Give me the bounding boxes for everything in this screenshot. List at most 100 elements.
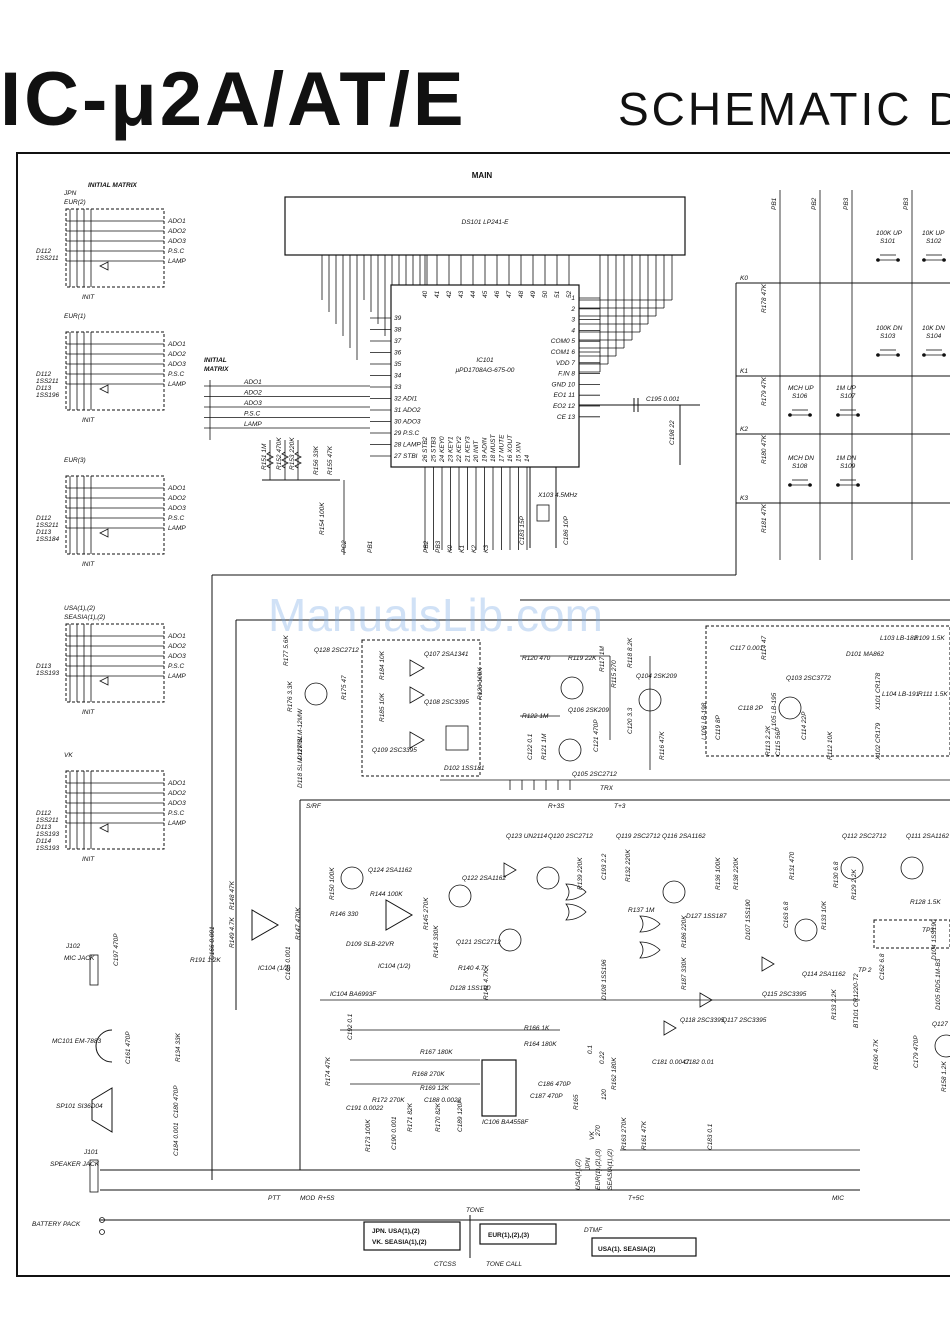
label-q115: Q115 2SC3395 [762, 991, 807, 998]
label-d109: D109 SLB-22VR [346, 941, 394, 948]
ic101-top-pin: 44 [470, 290, 477, 298]
opamp-ic104b [385, 899, 414, 931]
svg-text:C195 0.001: C195 0.001 [646, 396, 680, 403]
label-q114: Q114 2SA1162 [802, 971, 846, 978]
schematic-subtitle: SCHEMATIC D [618, 83, 950, 135]
ic101-top-pin: 40 [422, 290, 429, 298]
label-bt101: BT101 CR1220-T2 [853, 973, 860, 1028]
matrix-pin-ado1: ADO1 [167, 218, 186, 225]
matrix-group-label: VK [64, 752, 73, 759]
inverter-2 [761, 956, 775, 972]
ic101-left-pin: 27 STBI [393, 453, 418, 460]
variant-box-left: JPN. USA(1),(2) VK. SEASIA(1),(2) [363, 1221, 461, 1251]
matrix-part: D112 [36, 371, 51, 378]
variant-box-right: USA(1). SEASIA(2) [591, 1237, 697, 1257]
im-pin-lamp: LAMP [244, 421, 262, 428]
switch-name: 10K UP [922, 230, 945, 237]
ic101-top-pin: 42 [446, 290, 453, 298]
net-mic: MIC [832, 1195, 844, 1202]
ladder-r151: R151 1M [261, 443, 268, 470]
label-r146: R146 330 [330, 911, 359, 918]
net-t5c: T+5C [628, 1195, 644, 1202]
svg-text:X103 4.5MHz: X103 4.5MHz [537, 492, 578, 499]
tone-call-label: TONE CALL [486, 1261, 522, 1268]
transistor-2 [558, 738, 582, 762]
switch-ref: S109 [840, 463, 856, 470]
label-r120: R120 470 [522, 655, 551, 662]
rail-k3: K3 [740, 495, 748, 502]
ic101-right-pin: COM0 5 [551, 338, 576, 345]
matrix-group-label-2: SEASIA(1),(2) [64, 614, 105, 621]
matrix-group-label: JPN [63, 190, 77, 197]
rf-section: TRX [235, 599, 950, 1010]
svg-text:C186 10P: C186 10P [563, 515, 570, 545]
crystal-x103: X103 4.5MHz C183 15P C186 10P [519, 467, 578, 548]
ladder-r156: R156 33K [313, 445, 320, 475]
label-r191: R191 1.2K [190, 957, 221, 964]
ic101-name: IC101 [476, 357, 494, 364]
label-d105: D105 RD5.1M-B3 [935, 958, 942, 1010]
rail-res-r179: R179 47K [761, 376, 768, 406]
label-r187: R187 330K [681, 957, 688, 990]
label-r162: R162 180K [611, 1057, 618, 1090]
label-c188: C188 0.0022 [424, 1097, 462, 1104]
label-c183b: C183 0.1 [707, 1123, 714, 1150]
label-q112: Q112 2SC2712 [842, 833, 887, 840]
matrix-part: D114 [36, 838, 51, 845]
matrix-group-3: USA(1),(2)SEASIA(1),(2)ADO1ADO2ADO3P.S.C… [36, 605, 186, 716]
label-q108: Q108 2SC3395 [424, 699, 469, 706]
matrix-init-label: INIT [82, 709, 95, 716]
label-r129: R129 2.2K [851, 869, 858, 900]
ladder-r155: R155 47K [327, 445, 334, 475]
label-q116: Q116 2SA1162 [662, 833, 706, 840]
ic101-left-pin: 36 [394, 350, 402, 357]
label-d101: D101 MA862 [846, 651, 884, 658]
net-dtmf: DTMF [584, 1227, 603, 1234]
label-r185: R185 10K [379, 692, 386, 722]
buffer-0 [409, 659, 425, 677]
lower-transistor-1 [448, 884, 472, 908]
label-r136: R136 100K [715, 857, 722, 890]
ic101-bottom-pin: 15 XIN [516, 442, 523, 462]
if-box [705, 625, 950, 757]
matrix-part: D112 [36, 515, 51, 522]
svg-text:SPEAKER JACK: SPEAKER JACK [50, 1161, 100, 1168]
svg-text:C183 15P: C183 15P [519, 515, 526, 545]
net-k3: K3 [483, 545, 490, 553]
variant-note: SEASIA(1),(2) [607, 1149, 614, 1190]
label-q117: Q117 2SC3395 [722, 1017, 767, 1024]
label-tp3: TP3 [922, 927, 934, 934]
label-tp2: TP 2 [858, 967, 872, 974]
ic101-left-pin: 37 [394, 338, 402, 345]
ic101-body [390, 284, 580, 468]
lower-transistor-8 [934, 1034, 950, 1058]
label-r177: R177 5.6K [283, 635, 290, 666]
svg-text:JPN. USA(1),(2): JPN. USA(1),(2) [372, 1228, 420, 1235]
ic101-right-pin: 2 [570, 306, 575, 313]
label-r163: R163 270K [621, 1117, 628, 1150]
switch-name: 1M DN [836, 455, 857, 462]
display-bus [321, 255, 673, 373]
label-c181: C181 0.0047 [652, 1059, 690, 1066]
label-r132: R132 220K [625, 849, 632, 882]
label-c166: C166 0.001 [209, 926, 216, 960]
label-q124: Q124 2SA1162 [368, 867, 412, 874]
svg-text:BATTERY PACK: BATTERY PACK [32, 1221, 81, 1228]
label-q121: Q121 2SC2712 [456, 939, 501, 946]
battery-pack: BATTERY PACK [32, 1217, 105, 1235]
label-c118: C118 2P [738, 705, 763, 712]
label-r138: R138 220K [733, 857, 740, 890]
variant-note: 120 [601, 1089, 608, 1100]
net-k0: K0 [447, 545, 454, 553]
matrix-pin-ado3: ADO3 [167, 361, 186, 368]
label-l106: L106 LB-198 [701, 702, 708, 740]
label-r184: R184 10K [379, 650, 386, 680]
matrix-part-type: 1SS211 [36, 817, 59, 824]
ic101-right-pin: CE 13 [557, 414, 575, 421]
label-q106: Q106 2SK209 [568, 707, 609, 714]
ic106-body [481, 1059, 517, 1117]
matrix-pin-ado1: ADO1 [167, 633, 186, 640]
